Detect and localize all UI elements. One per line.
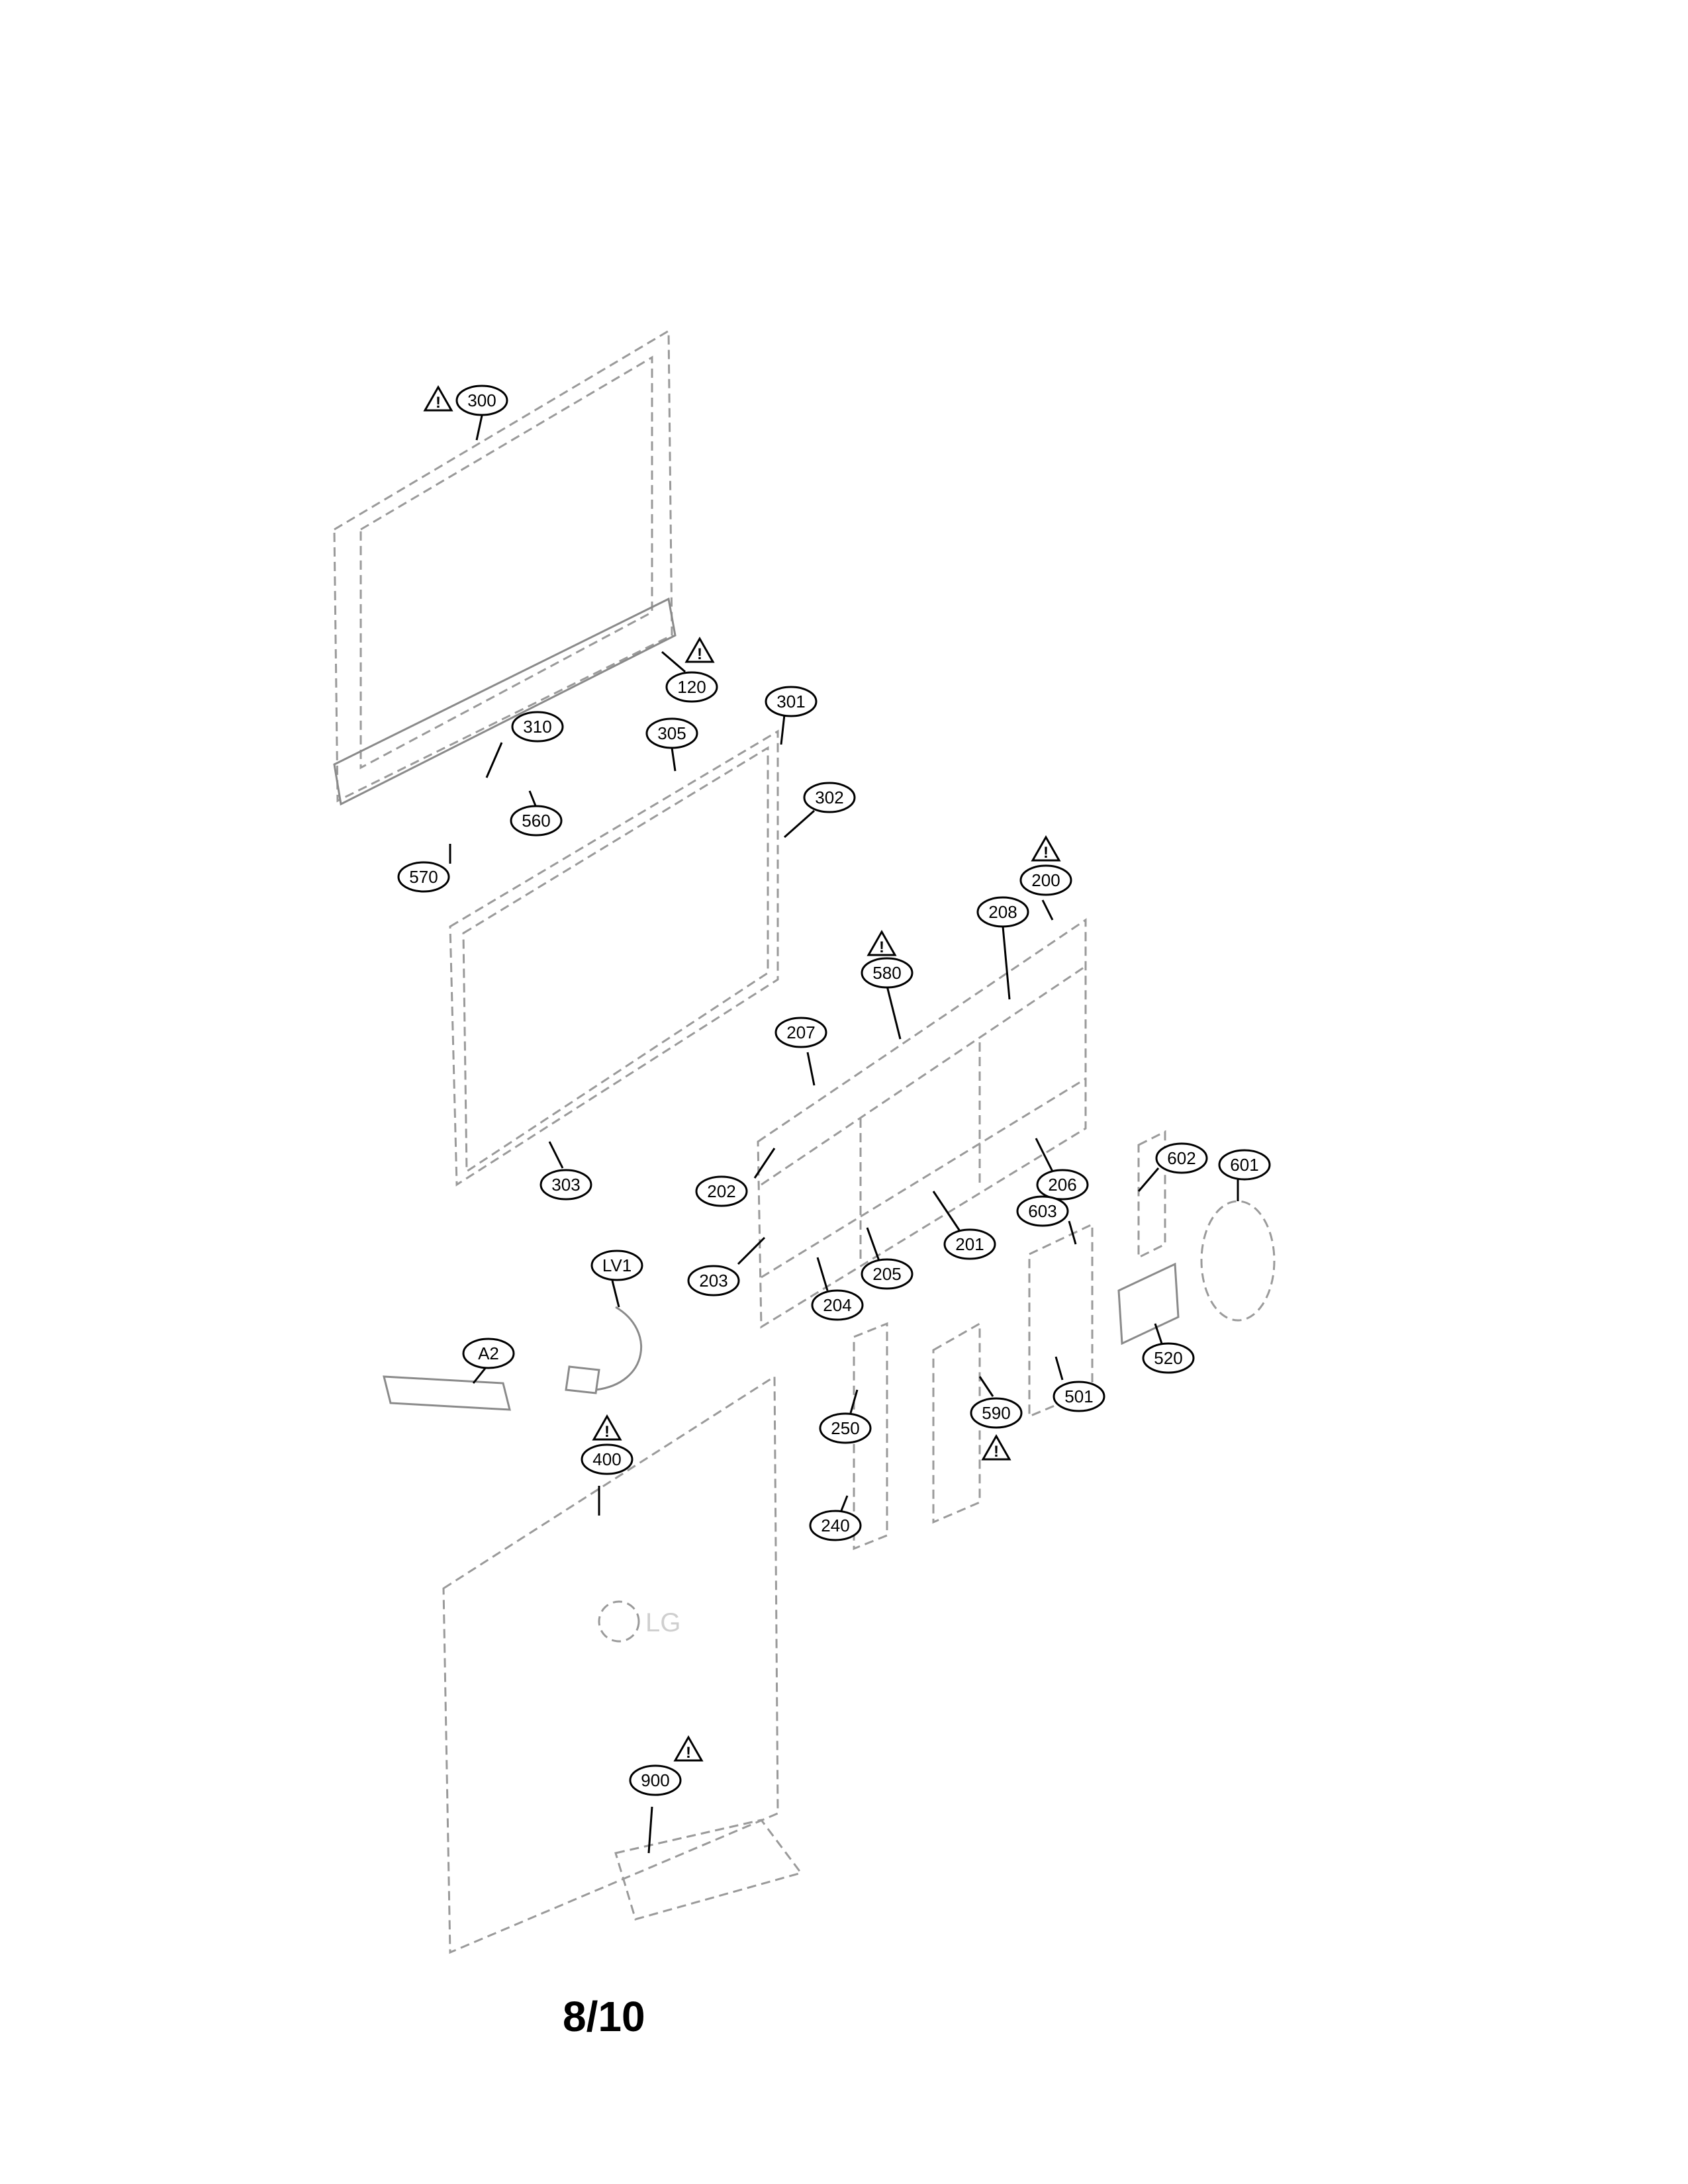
svg-text:560: 560 [522, 811, 550, 831]
svg-text:400: 400 [592, 1449, 621, 1469]
callout-603: 603 [1016, 1195, 1069, 1227]
svg-text:203: 203 [699, 1271, 727, 1291]
svg-text:250: 250 [831, 1418, 859, 1438]
svg-text:204: 204 [823, 1295, 851, 1315]
svg-text:520: 520 [1154, 1348, 1182, 1368]
svg-text:!: ! [879, 938, 884, 956]
svg-text:570: 570 [409, 867, 438, 887]
svg-text:602: 602 [1167, 1148, 1196, 1168]
callout-240: 240 [809, 1510, 862, 1541]
callout-602: 602 [1155, 1142, 1208, 1174]
svg-text:!: ! [604, 1423, 610, 1441]
svg-text:603: 603 [1028, 1201, 1056, 1221]
svg-text:501: 501 [1064, 1387, 1093, 1406]
logo-text: LG [645, 1608, 680, 1637]
svg-text:301: 301 [776, 692, 805, 711]
callout-601: 601 [1218, 1149, 1271, 1181]
svg-text:310: 310 [523, 717, 551, 737]
svg-text:208: 208 [988, 902, 1017, 922]
callout-305: 305 [645, 717, 698, 749]
svg-text:A2: A2 [478, 1343, 499, 1363]
warning-icon-580: ! [867, 929, 897, 956]
cable-LV1 [565, 1306, 643, 1394]
svg-text:!: ! [436, 394, 441, 412]
callout-200: 200 [1019, 864, 1072, 896]
callout-206: 206 [1036, 1169, 1089, 1201]
callout-LV1: LV1 [590, 1250, 643, 1281]
board-502-area [853, 1130, 1180, 1551]
front-bezel-300 [333, 329, 677, 806]
svg-text:!: ! [697, 645, 702, 663]
svg-text:207: 207 [786, 1023, 815, 1042]
panel-frame-301 [449, 729, 779, 1187]
page-number: 8/10 [563, 1993, 645, 2040]
svg-text:601: 601 [1230, 1155, 1258, 1175]
svg-text:590: 590 [982, 1403, 1010, 1423]
callout-201: 201 [943, 1228, 996, 1260]
callout-580: 580 [861, 957, 914, 989]
callout-A2: A2 [462, 1338, 515, 1369]
module-frame-200 [757, 918, 1087, 1329]
warning-icon-590: ! [981, 1433, 1011, 1461]
warning-icon-300: ! [423, 385, 453, 412]
svg-text:240: 240 [821, 1516, 849, 1535]
callout-302: 302 [803, 782, 856, 813]
callout-203: 203 [687, 1265, 740, 1297]
callout-208: 208 [976, 896, 1029, 928]
callout-120: 120 [665, 671, 718, 703]
svg-text:302: 302 [815, 788, 843, 807]
svg-text:580: 580 [872, 963, 901, 983]
stand-900 [614, 1819, 803, 1921]
callout-300: 300 [455, 385, 508, 416]
svg-text:305: 305 [657, 723, 686, 743]
warning-icon-200: ! [1031, 835, 1061, 862]
callout-900: 900 [629, 1764, 682, 1796]
svg-text:120: 120 [677, 677, 706, 697]
detail-circle-601 [1200, 1200, 1276, 1322]
svg-text:303: 303 [551, 1175, 580, 1195]
callout-310: 310 [511, 711, 564, 743]
callout-204: 204 [811, 1289, 864, 1321]
svg-text:206: 206 [1048, 1175, 1076, 1195]
callout-250: 250 [819, 1412, 872, 1444]
callout-205: 205 [861, 1258, 914, 1290]
remote-A2 [383, 1375, 511, 1411]
svg-text:!: ! [686, 1744, 691, 1762]
warning-icon-120: ! [684, 636, 715, 663]
svg-text:!: ! [1043, 844, 1049, 862]
svg-text:300: 300 [467, 390, 496, 410]
warning-icon-900: ! [673, 1735, 704, 1762]
callout-202: 202 [695, 1175, 748, 1207]
callout-301: 301 [765, 686, 818, 717]
callout-400: 400 [581, 1443, 633, 1475]
callout-303: 303 [539, 1169, 592, 1201]
callout-520: 520 [1142, 1342, 1195, 1374]
callout-501: 501 [1053, 1381, 1105, 1412]
callout-207: 207 [774, 1017, 827, 1048]
svg-text:!: ! [994, 1443, 999, 1461]
svg-text:LV1: LV1 [602, 1255, 632, 1275]
svg-text:205: 205 [872, 1264, 901, 1284]
callout-560: 560 [510, 805, 563, 837]
svg-text:201: 201 [955, 1234, 984, 1254]
warning-icon-400: ! [592, 1414, 622, 1441]
callout-570: 570 [397, 861, 450, 893]
back-cover-400: LG [442, 1375, 779, 1954]
svg-text:900: 900 [641, 1770, 669, 1790]
leader-lines [449, 415, 1239, 1854]
callout-590: 590 [970, 1397, 1023, 1429]
svg-text:200: 200 [1031, 870, 1060, 890]
svg-text:202: 202 [707, 1181, 735, 1201]
